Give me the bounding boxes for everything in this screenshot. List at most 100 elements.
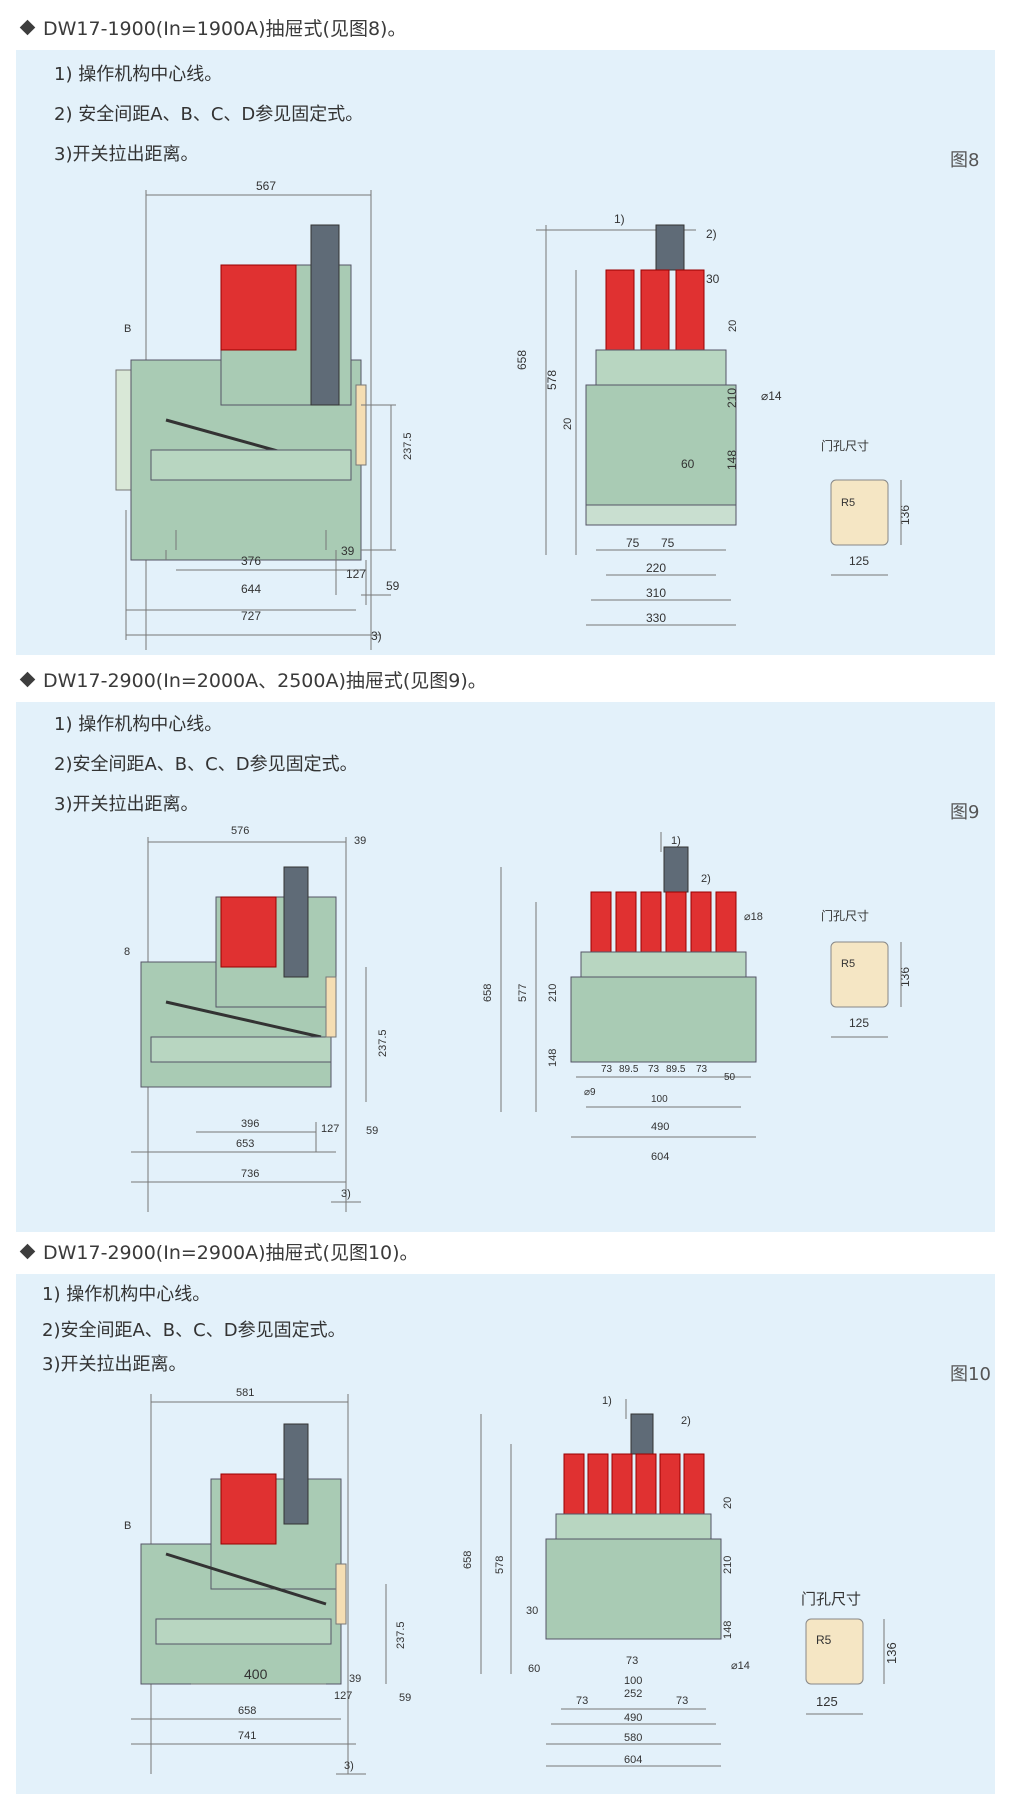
dim-237-5: 237.5: [402, 432, 414, 460]
front-dim-2: 2): [701, 873, 711, 885]
door-125: 125: [816, 1694, 838, 1709]
dim-39: 39: [341, 544, 355, 558]
note-2: 2)安全间距A、B、C、D参见固定式。: [42, 1320, 346, 1341]
front-dim-210: 210: [725, 388, 739, 408]
dim-127: 127: [321, 1123, 339, 1135]
front-dim-658: 658: [462, 1551, 474, 1569]
door-125: 125: [849, 554, 869, 568]
front-dim-89a: 89.5: [619, 1064, 639, 1075]
front-dim-252: 252: [624, 1688, 642, 1700]
front-dim-75b: 75: [661, 536, 675, 550]
drawing-fig9: 576 39 8 237.5 396 127 59 653 736 3) 1) …: [124, 825, 912, 1212]
dim-400: 400: [244, 1666, 268, 1682]
note-2: 2) 安全间距A、B、C、D参见固定式。: [54, 104, 364, 125]
dim-59: 59: [366, 1125, 378, 1137]
front-dim-20b: 20: [562, 418, 574, 430]
front-dim-210: 210: [547, 984, 559, 1002]
front-dim-73a: 73: [576, 1695, 588, 1707]
front-view: [500, 832, 757, 1138]
door-136: 136: [898, 967, 912, 987]
figure-panel-9: 1) 操作机构中心线。 2)安全间距A、B、C、D参见固定式。 3)开关拉出距离…: [16, 702, 995, 1232]
door-136: 136: [898, 505, 912, 525]
dim-39: 39: [349, 1673, 361, 1685]
dim-237-5: 237.5: [377, 1029, 389, 1057]
dim-39: 39: [354, 835, 366, 847]
dim-8: 8: [124, 946, 130, 958]
front-dim-330: 330: [646, 611, 666, 625]
front-dim-100: 100: [651, 1094, 668, 1105]
figure-panel-8: 1) 操作机构中心线。 2) 安全间距A、B、C、D参见固定式。 3)开关拉出距…: [16, 50, 995, 655]
front-dim-2: 2): [706, 227, 717, 241]
door-title: 门孔尺寸: [821, 438, 869, 453]
door-cutout: [830, 479, 889, 546]
front-dim-1: 1): [614, 212, 625, 226]
front-dim-100: 100: [624, 1675, 642, 1687]
front-dim-89b: 89.5: [666, 1064, 686, 1075]
heading-text: DW17-2900(In=2900A)抽屉式(见图10)。: [43, 1242, 419, 1264]
note-3: 3)开关拉出距离。: [54, 794, 199, 815]
side-view: [131, 837, 367, 1212]
dim-727: 727: [241, 609, 261, 623]
note-1: 1) 操作机构中心线。: [54, 714, 223, 735]
door-r5: R5: [841, 497, 855, 509]
note-1: 1) 操作机构中心线。: [54, 64, 223, 85]
door-title: 门孔尺寸: [821, 908, 869, 923]
front-dim-73b: 73: [676, 1695, 688, 1707]
front-view: [536, 224, 737, 626]
figure-panel-10: 1) 操作机构中心线。 2)安全间距A、B、C、D参见固定式。 3)开关拉出距离…: [16, 1274, 995, 1794]
front-dim-73c: 73: [696, 1064, 708, 1075]
front-dim-578: 578: [494, 1556, 506, 1574]
front-dim-60: 60: [528, 1663, 540, 1675]
side-view: [131, 1394, 387, 1775]
dim-567: 567: [256, 179, 276, 193]
door-title: 门孔尺寸: [801, 1591, 861, 1608]
side-view: [115, 190, 396, 650]
dim-376: 376: [241, 554, 261, 568]
diamond-bullet-icon: [19, 1243, 36, 1260]
dim-644: 644: [241, 582, 261, 596]
front-dim-658: 658: [482, 984, 494, 1002]
door-136: 136: [884, 1642, 899, 1664]
door-cutout: [830, 941, 889, 1008]
section-heading-fig10: DW17-2900(In=2900A)抽屉式(见图10)。: [18, 1238, 419, 1265]
front-dim-1: 1): [602, 1395, 612, 1407]
dim-653: 653: [236, 1138, 254, 1150]
front-dim-220: 220: [646, 561, 666, 575]
front-dim-73-top: 73: [626, 1655, 638, 1667]
dim-736: 736: [241, 1168, 259, 1180]
figure-label: 图8: [950, 150, 980, 171]
front-dim-73b: 73: [648, 1064, 660, 1075]
diamond-bullet-icon: [19, 671, 36, 688]
drawing-fig10: 581 B 237.5 400 39 127 59 658 741 3) 1): [124, 1387, 899, 1775]
dim-127: 127: [334, 1690, 352, 1702]
heading-text: DW17-1900(In=1900A)抽屉式(见图8)。: [43, 18, 407, 40]
front-dim-580: 580: [624, 1732, 642, 1744]
dim-127: 127: [346, 567, 366, 581]
dim-396: 396: [241, 1118, 259, 1130]
dim-b: B: [124, 323, 131, 335]
front-dim-30: 30: [706, 272, 720, 286]
front-dim-490: 490: [651, 1121, 669, 1133]
note-3: 3)开关拉出距离。: [42, 1354, 187, 1375]
front-view: [480, 1399, 722, 1767]
door-cutout: [805, 1618, 864, 1685]
front-dim-2: 2): [681, 1415, 691, 1427]
front-dim-50: 50: [724, 1072, 736, 1083]
front-dim-d9: ⌀9: [584, 1087, 596, 1098]
door-r5: R5: [841, 958, 855, 970]
front-dim-73a: 73: [601, 1064, 613, 1075]
figure-label: 图10: [950, 1364, 991, 1385]
front-dim-20: 20: [722, 1497, 734, 1509]
front-dim-d14: ⌀14: [761, 389, 782, 403]
front-dim-30: 30: [526, 1605, 538, 1617]
dim-581: 581: [236, 1387, 254, 1399]
front-dim-75a: 75: [626, 536, 640, 550]
front-dim-1: 1): [671, 835, 681, 847]
front-dim-604: 604: [651, 1151, 669, 1163]
door-125: 125: [849, 1016, 869, 1030]
front-dim-20: 20: [727, 320, 739, 332]
front-dim-148: 148: [725, 450, 739, 470]
figure-label: 图9: [950, 802, 980, 823]
front-dim-148: 148: [547, 1049, 559, 1067]
note-1: 1) 操作机构中心线。: [42, 1284, 211, 1305]
